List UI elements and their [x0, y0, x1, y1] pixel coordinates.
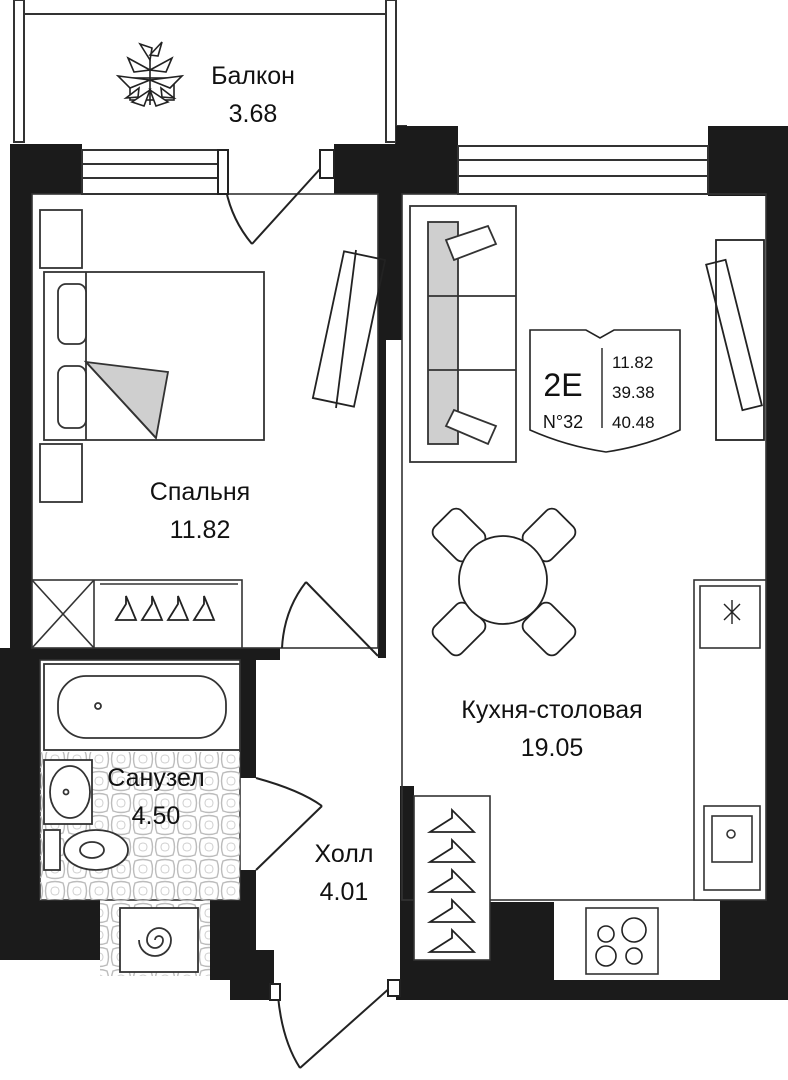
toilet [43, 829, 129, 871]
walls [0, 126, 788, 1000]
washing-machine [119, 907, 199, 973]
room-name-bathroom: Санузел [107, 764, 204, 792]
balcony-door[interactable] [217, 149, 335, 245]
room-area-balcony: 3.68 [229, 100, 278, 128]
apartment-badge: 2E N°32 11.82 39.38 40.48 [529, 329, 681, 453]
entrance-door[interactable] [269, 979, 401, 1069]
room-area-bathroom: 4.50 [132, 802, 181, 830]
room-area-bedroom: 11.82 [170, 516, 231, 544]
bathtub [43, 663, 241, 751]
room-name-bedroom: Спальня [150, 478, 250, 506]
badge-type: 2E [543, 367, 582, 403]
kitchen-counter [585, 579, 767, 975]
room-name-kitchen: Кухня-столовая [461, 696, 642, 724]
room-area-kitchen: 19.05 [521, 734, 584, 762]
hanger-icons [114, 595, 216, 621]
badge-area-living: 11.82 [612, 353, 653, 372]
bedroom-door[interactable] [281, 581, 379, 657]
room-name-balcony: Балкон [211, 62, 295, 90]
stove-icon [595, 917, 647, 967]
fridge-icon [723, 600, 741, 624]
room-labels: Балкон 3.68 Спальня 11.82 Кухня-столовая… [107, 62, 642, 906]
badge-area-total: 39.38 [612, 383, 655, 402]
sink [43, 759, 93, 825]
kitchen-window-shade [705, 239, 765, 441]
balcony-outline [13, 0, 397, 143]
dining-table [431, 507, 577, 657]
plant-icon [115, 41, 185, 108]
room-name-hall: Холл [315, 840, 374, 868]
bathroom-door[interactable] [255, 777, 323, 871]
hall-hanger-icons [426, 807, 477, 953]
windows [81, 145, 709, 195]
bedroom-wardrobe [31, 579, 243, 649]
sofa [409, 205, 517, 463]
bedroom-window-shade [311, 249, 387, 409]
badge-area-with-balcony: 40.48 [612, 413, 655, 432]
badge-number: N°32 [543, 412, 583, 432]
room-area-hall: 4.01 [320, 878, 369, 906]
bed [39, 209, 265, 503]
